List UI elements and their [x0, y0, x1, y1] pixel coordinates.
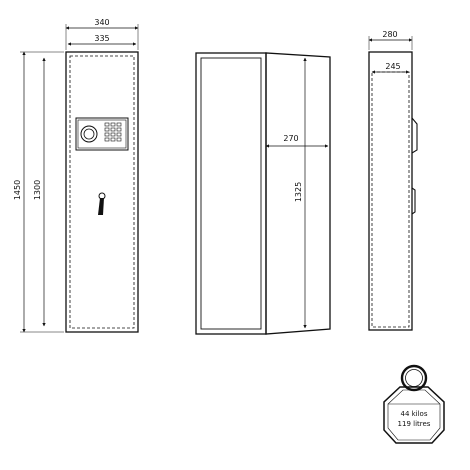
dim-inner-depth: 245 — [385, 62, 400, 71]
weight-badge: 44 kilos 119 litres — [383, 364, 445, 444]
dial-knob-icon — [80, 125, 98, 143]
open-door-panel — [265, 52, 331, 335]
dim-outer-width: 340 — [94, 18, 109, 27]
weight-body-icon — [383, 386, 445, 444]
open-door-view: 270 1325 — [195, 52, 331, 335]
door-handle-icon — [98, 192, 106, 215]
side-cabinet-outline — [368, 51, 413, 331]
open-cabinet-outline — [195, 52, 267, 335]
front-cabinet-inner-dashed — [69, 55, 135, 329]
dim-inner-height: 1300 — [33, 180, 42, 200]
front-cabinet-outline — [65, 51, 139, 333]
side-handle-lower-icon — [411, 187, 416, 215]
dim-outer-depth: 280 — [382, 30, 397, 39]
side-view: 280 245 — [368, 30, 418, 331]
volume-value: 119 litres — [398, 420, 431, 428]
open-cabinet-interior — [200, 57, 262, 330]
weight-value: 44 kilos — [400, 410, 427, 418]
side-handle-upper-icon — [411, 117, 418, 154]
electronic-keypad-icon — [75, 117, 129, 151]
keypad-buttons — [104, 122, 122, 142]
dim-interior-depth: 270 — [283, 134, 298, 143]
dim-inner-width: 335 — [94, 34, 109, 43]
front-view: 340 335 1450 1300 — [13, 18, 139, 333]
dim-door-height: 1325 — [294, 182, 303, 202]
dim-outer-height: 1450 — [13, 180, 22, 200]
side-cabinet-inner-dashed — [371, 71, 410, 328]
